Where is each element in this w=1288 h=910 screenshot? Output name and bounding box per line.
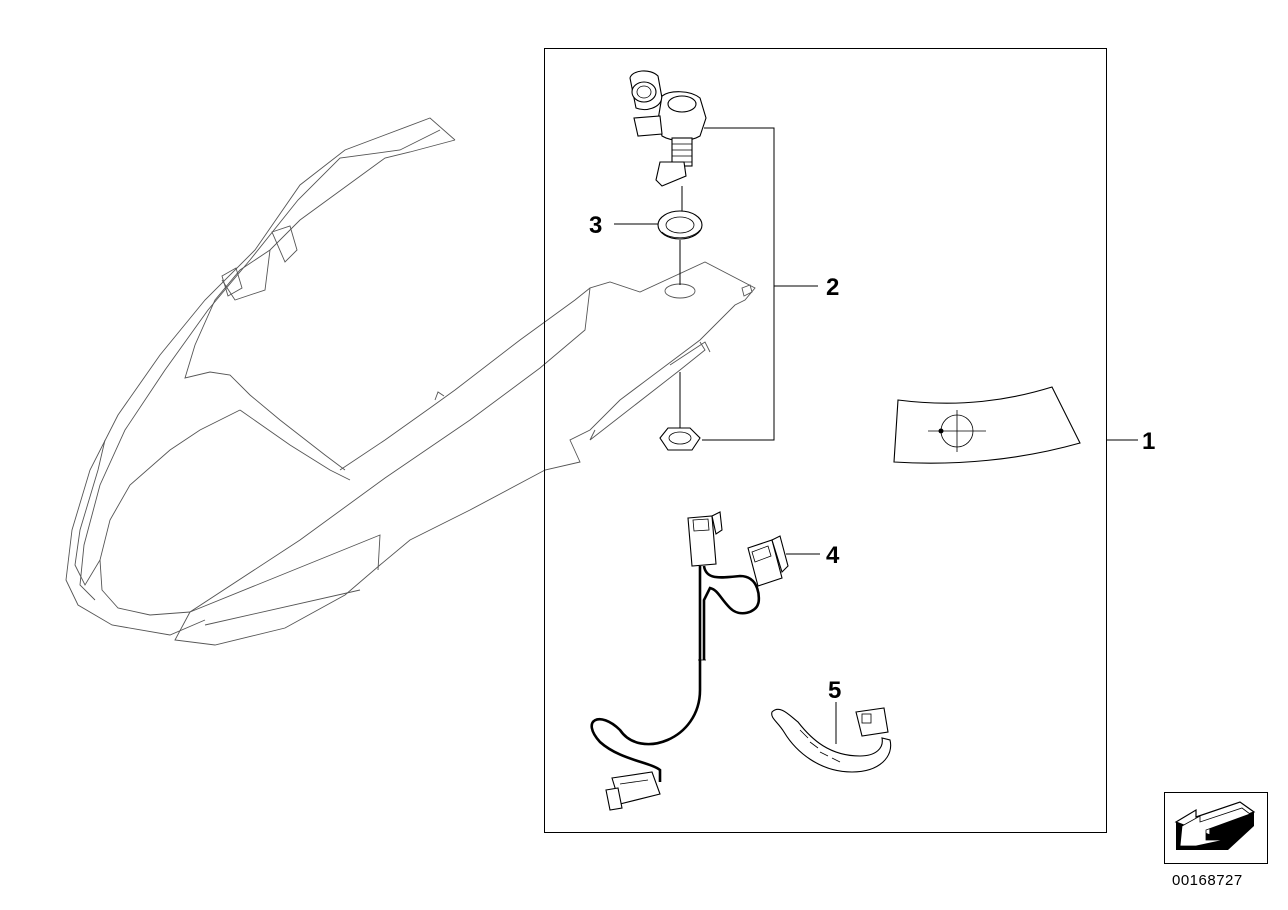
arrow-direction-icon [1164,792,1268,864]
callout-5-label: 5 [828,677,841,704]
hex-nut [659,427,701,451]
power-socket [629,70,707,187]
wiring-harness [590,511,789,811]
sealing-ring [657,210,703,240]
callout-3-label: 3 [589,212,602,239]
callout-4-label: 4 [826,542,840,569]
callout-1-label: 1 [1142,428,1155,455]
drilling-template [893,386,1081,464]
document-number: 00168727 [1172,872,1243,889]
callout-2-bracket [702,127,775,441]
cable-tie [771,707,892,773]
fairing-ghost-outline [65,117,756,646]
callout-2-label: 2 [826,274,839,301]
